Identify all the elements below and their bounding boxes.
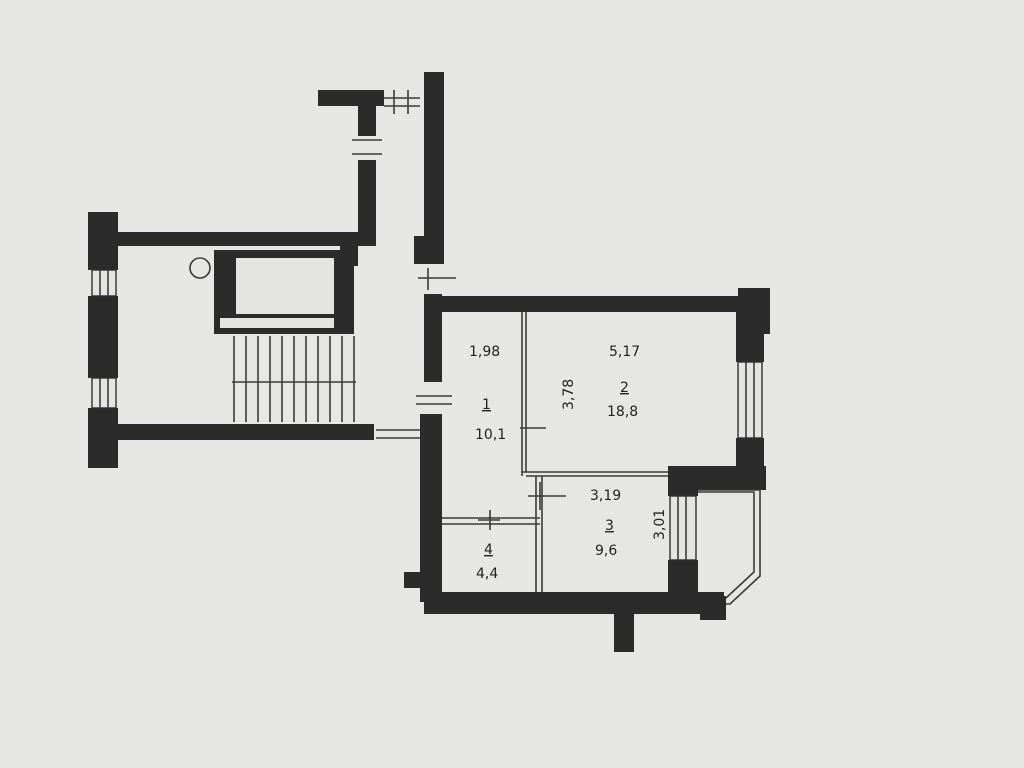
circle-symbol	[189, 257, 211, 279]
dimension-1-98: 1,98	[469, 344, 500, 360]
dimension-3-01: 3,01	[652, 509, 668, 540]
room-1-number: 1	[482, 397, 491, 413]
window-room-3	[669, 495, 697, 561]
room-1-area: 10,1	[475, 427, 506, 443]
doorway-marks	[352, 90, 456, 439]
dimension-5-17: 5,17	[609, 344, 640, 360]
corridor-walls	[318, 72, 444, 382]
interior-partitions	[442, 312, 668, 592]
room-2-area: 18,8	[607, 404, 638, 420]
apartment-walls	[404, 288, 770, 652]
window-room-2	[737, 361, 763, 439]
room-3-number: 3	[605, 518, 614, 534]
dimension-3-78: 3,78	[561, 379, 577, 410]
window-left-lower	[91, 377, 117, 409]
room-3-area: 9,6	[595, 543, 617, 559]
room-4-number: 4	[484, 542, 493, 558]
room-2-number: 2	[620, 380, 629, 396]
dimension-3-19: 3,19	[590, 488, 621, 504]
window-left-upper	[91, 269, 117, 297]
balcony	[698, 489, 761, 605]
stairwell-block	[88, 212, 374, 468]
room-4-area: 4,4	[476, 566, 498, 582]
staircase	[232, 336, 356, 422]
